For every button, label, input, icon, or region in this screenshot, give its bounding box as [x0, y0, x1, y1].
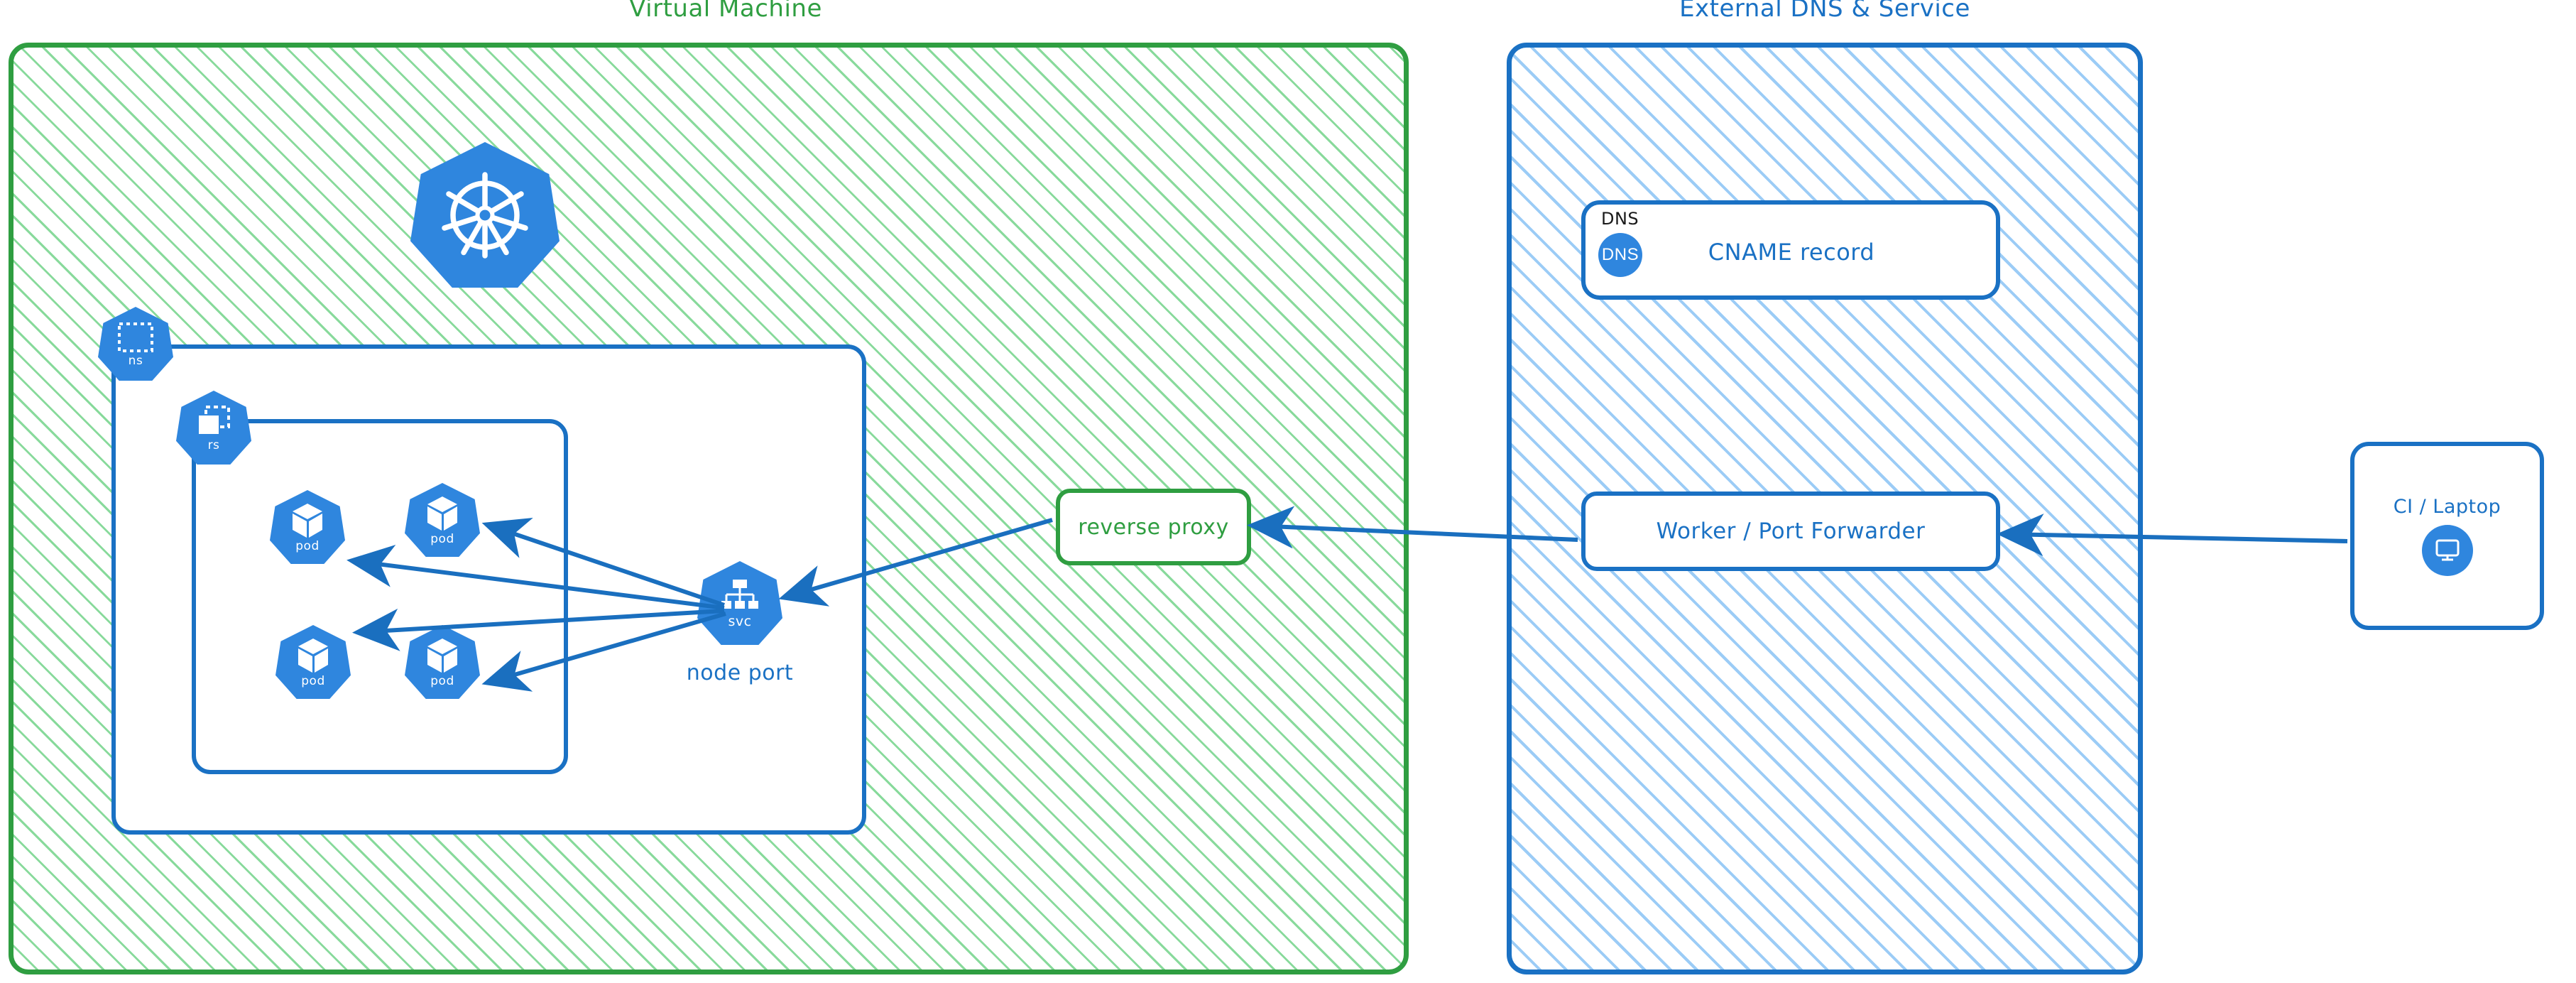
hierarchy-glyph	[719, 578, 761, 614]
pod-tag: pod	[295, 538, 320, 553]
cube-glyph	[296, 637, 330, 674]
desktop-monitor-icon	[2421, 525, 2473, 576]
kubernetes-helm-glyph	[432, 162, 538, 268]
replicaset-boundary	[192, 419, 568, 774]
pod-tag: pod	[430, 531, 454, 546]
cube-glyph	[425, 637, 459, 674]
replicaset-tag: rs	[207, 438, 220, 452]
service-tag: svc	[728, 613, 752, 629]
dns-cname-card[interactable]: DNS DNS CNAME record	[1581, 200, 2000, 300]
stacked-boxes-glyph	[195, 404, 233, 438]
dns-badge-icon: DNS	[1598, 233, 1642, 277]
group-external-dns-service-title: External DNS & Service	[1679, 0, 1970, 23]
group-virtual-machine-title: Virtual Machine	[629, 0, 822, 23]
dns-card-kicker: DNS	[1601, 209, 1639, 229]
ci-laptop-label: CI / Laptop	[2393, 496, 2501, 518]
reverse-proxy-label: reverse proxy	[1078, 514, 1229, 540]
cname-record-label: CNAME record	[1708, 239, 1875, 266]
worker-port-forwarder-label: Worker / Port Forwarder	[1656, 518, 1926, 544]
pod-tag: pod	[430, 673, 454, 688]
reverse-proxy-box[interactable]: reverse proxy	[1056, 489, 1251, 565]
cube-glyph	[425, 495, 459, 532]
pod-tag: pod	[301, 673, 325, 688]
ci-laptop-box[interactable]: CI / Laptop	[2350, 442, 2544, 630]
dashed-square-glyph	[116, 321, 155, 354]
node-port-label: node port	[686, 661, 794, 685]
cube-glyph	[290, 502, 324, 539]
worker-port-forwarder-box[interactable]: Worker / Port Forwarder	[1581, 492, 2000, 571]
namespace-tag: ns	[128, 353, 143, 368]
